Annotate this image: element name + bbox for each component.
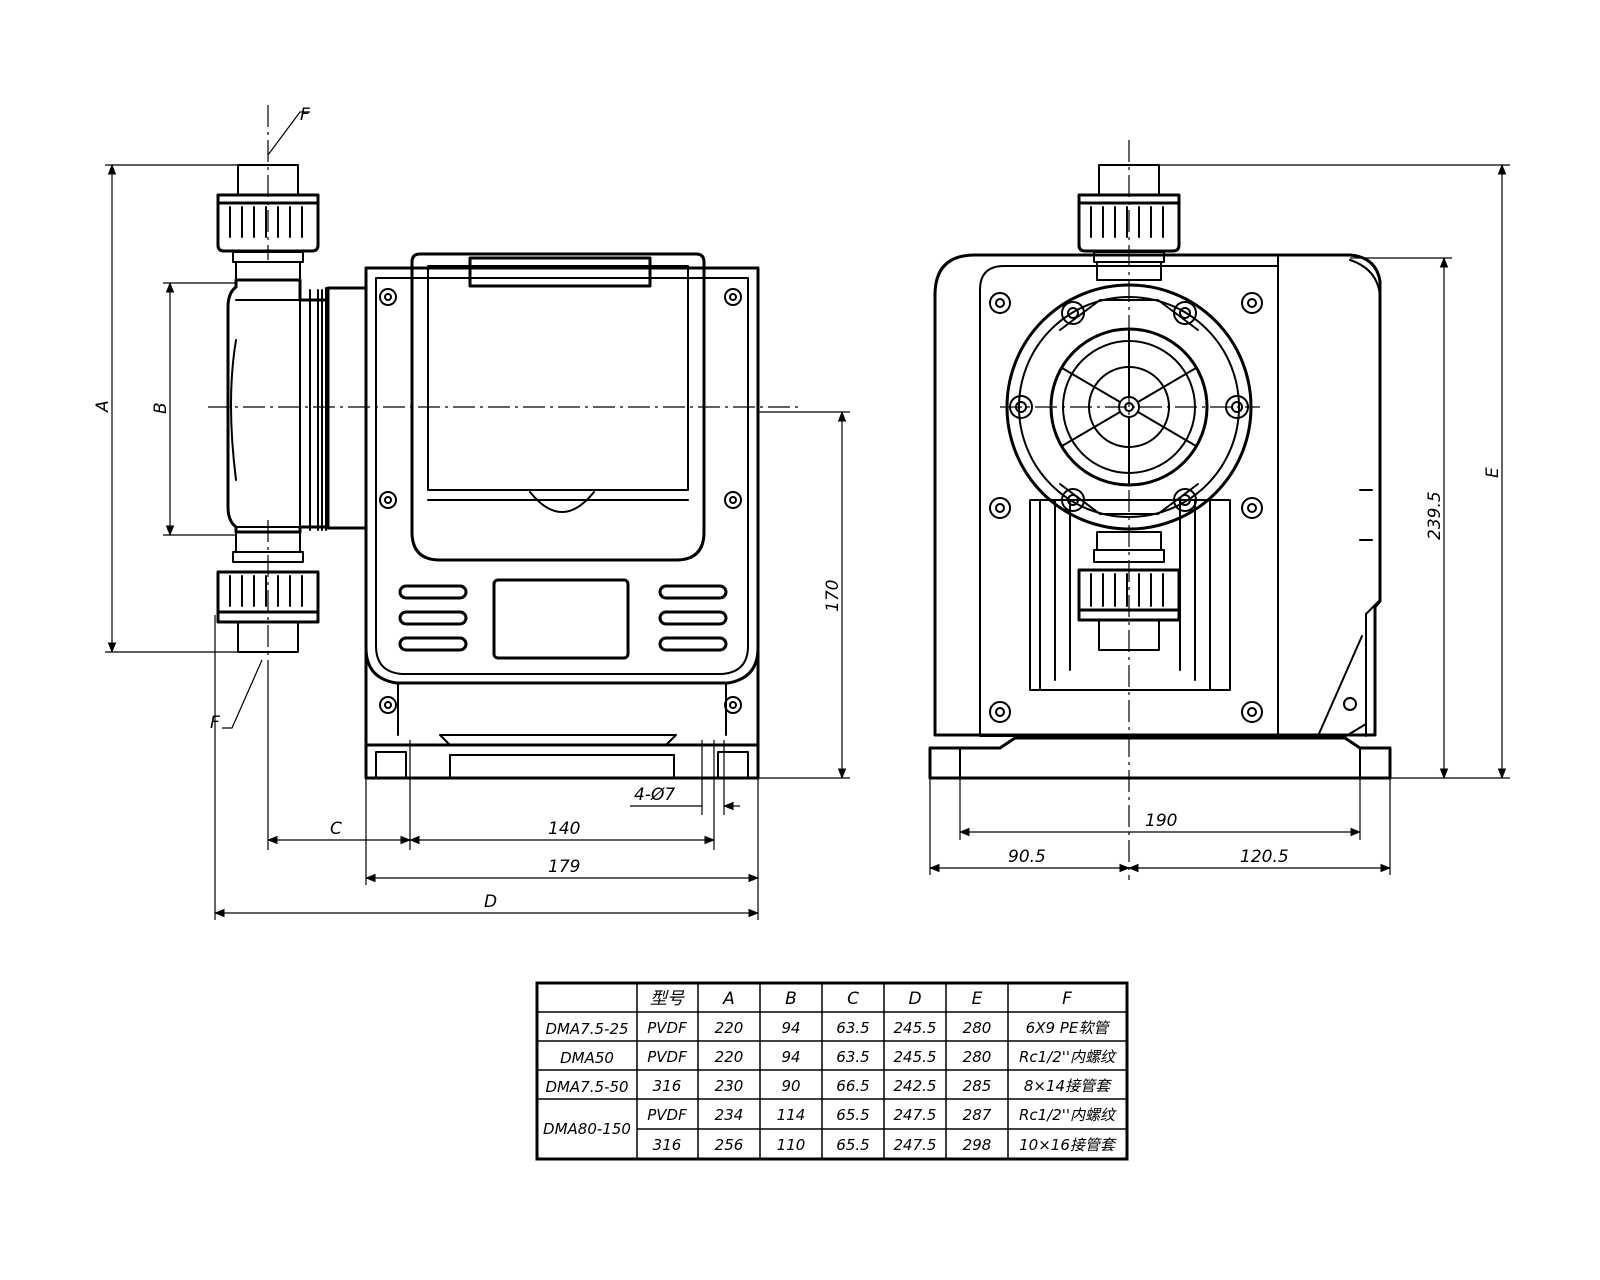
table-cell: Rc1/2''内螺纹 xyxy=(1019,1048,1117,1066)
table-cell: 63.5 xyxy=(836,1019,869,1037)
side-view: A B 170 4-Ø7 C xyxy=(93,105,850,920)
table-cell: 8×14接管套 xyxy=(1024,1077,1112,1095)
table-header-C: C xyxy=(847,989,859,1009)
table-cell: PVDF xyxy=(647,1106,687,1124)
table-cell: 280 xyxy=(963,1019,992,1037)
table-cell: 234 xyxy=(715,1106,744,1124)
dim-F-bottom: F xyxy=(210,713,220,733)
table-model: DMA7.5-25 xyxy=(545,1020,628,1038)
table-cell: 65.5 xyxy=(836,1106,869,1124)
table-cell: 242.5 xyxy=(894,1077,937,1095)
table-cell: 94 xyxy=(781,1019,800,1037)
dim-A: A xyxy=(93,400,113,413)
table-cell: Rc1/2''内螺纹 xyxy=(1019,1106,1117,1124)
table-cell: 245.5 xyxy=(894,1019,937,1037)
table-cells: PVDF 220 94 63.5 245.5 280 6X9 PE软管 PVDF 220 94 63… xyxy=(647,1019,1117,1154)
table-model: DMA50 xyxy=(560,1049,614,1067)
table-cell: 256 xyxy=(715,1136,744,1154)
table-cell: PVDF xyxy=(647,1019,687,1037)
table-cell: 10×16接管套 xyxy=(1019,1136,1117,1154)
screws-side xyxy=(379,288,742,714)
dim-179: 179 xyxy=(548,857,580,877)
dim-239-5: 239.5 xyxy=(1425,491,1445,540)
table-model: DMA80-150 xyxy=(543,1120,631,1138)
side-view-dimensions: A B 170 4-Ø7 C xyxy=(93,105,850,920)
table-cell: 6X9 PE软管 xyxy=(1026,1019,1111,1037)
table-cell: 220 xyxy=(715,1019,744,1037)
table-header-B: B xyxy=(785,989,797,1009)
table-cell: 247.5 xyxy=(894,1106,937,1124)
table-cell: PVDF xyxy=(647,1048,687,1066)
table-header-model: 型号 xyxy=(650,989,685,1009)
dim-120-5: 120.5 xyxy=(1240,847,1289,867)
table-cell: 316 xyxy=(653,1136,682,1154)
table-cell: 110 xyxy=(777,1136,806,1154)
dim-190: 190 xyxy=(1145,811,1177,831)
dim-E: E xyxy=(1483,467,1503,478)
table-cell: 63.5 xyxy=(836,1048,869,1066)
dim-90-5: 90.5 xyxy=(1008,847,1046,867)
table-cell: 90 xyxy=(781,1077,800,1095)
table-cell: 65.5 xyxy=(836,1136,869,1154)
dim-D: D xyxy=(484,892,497,912)
table-cell: 316 xyxy=(653,1077,682,1095)
table-header-E: E xyxy=(972,989,983,1009)
table-cell: 298 xyxy=(963,1136,992,1154)
front-view-dimensions: E 239.5 190 90.5 120.5 xyxy=(928,163,1510,875)
table-model: DMA7.5-50 xyxy=(545,1078,628,1096)
table-header-F: F xyxy=(1062,989,1072,1009)
front-screws xyxy=(989,292,1263,723)
pump-body-side xyxy=(364,252,760,780)
dim-holes: 4-Ø7 xyxy=(634,785,675,805)
table-cell: 285 xyxy=(963,1077,992,1095)
dim-C: C xyxy=(330,819,342,839)
front-view: E 239.5 190 90.5 120.5 xyxy=(928,140,1510,880)
table-cell: 287 xyxy=(963,1106,992,1124)
dim-B: B xyxy=(151,402,171,414)
dim-170: 170 xyxy=(823,580,843,612)
table-cell: 280 xyxy=(963,1048,992,1066)
spec-table: 型号 A B C D E F DMA7.5-25 DMA50 DMA7.5-50… xyxy=(535,981,1129,1161)
table-header-A: A xyxy=(722,989,735,1009)
table-header-D: D xyxy=(908,989,921,1009)
table-cell: 66.5 xyxy=(836,1077,869,1095)
table-cell: 245.5 xyxy=(894,1048,937,1066)
cooling-fins xyxy=(1029,499,1231,691)
dim-F-top: F xyxy=(300,105,310,125)
dim-140: 140 xyxy=(548,819,580,839)
table-cell: 247.5 xyxy=(894,1136,937,1154)
table-cell: 220 xyxy=(715,1048,744,1066)
table-cell: 94 xyxy=(781,1048,800,1066)
pump-head-side xyxy=(226,278,368,534)
table-cell: 230 xyxy=(715,1077,744,1095)
table-cell: 114 xyxy=(777,1106,806,1124)
